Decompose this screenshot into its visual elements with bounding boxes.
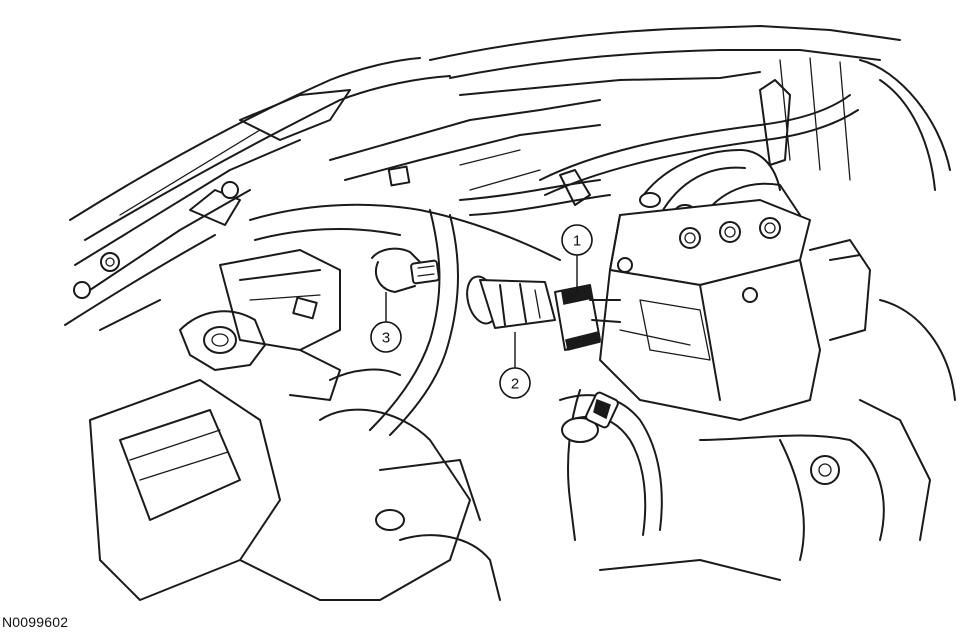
figure-id: N0099602 xyxy=(2,614,69,630)
callout-2: 2 xyxy=(499,332,531,399)
callout-label: 1 xyxy=(573,233,581,250)
lower-components xyxy=(89,299,956,601)
callout-label: 2 xyxy=(511,376,519,393)
callout-3: 3 xyxy=(370,292,402,353)
fender-panel xyxy=(64,57,451,331)
bulb xyxy=(371,247,440,293)
callout-1: 1 xyxy=(561,224,593,292)
bulb-socket-connector xyxy=(554,284,621,351)
abs-module xyxy=(599,199,871,421)
callout-label: 3 xyxy=(382,330,390,347)
bulb-socket xyxy=(466,275,556,329)
cowl-panel xyxy=(329,25,951,191)
headlamp-housing xyxy=(179,203,561,401)
